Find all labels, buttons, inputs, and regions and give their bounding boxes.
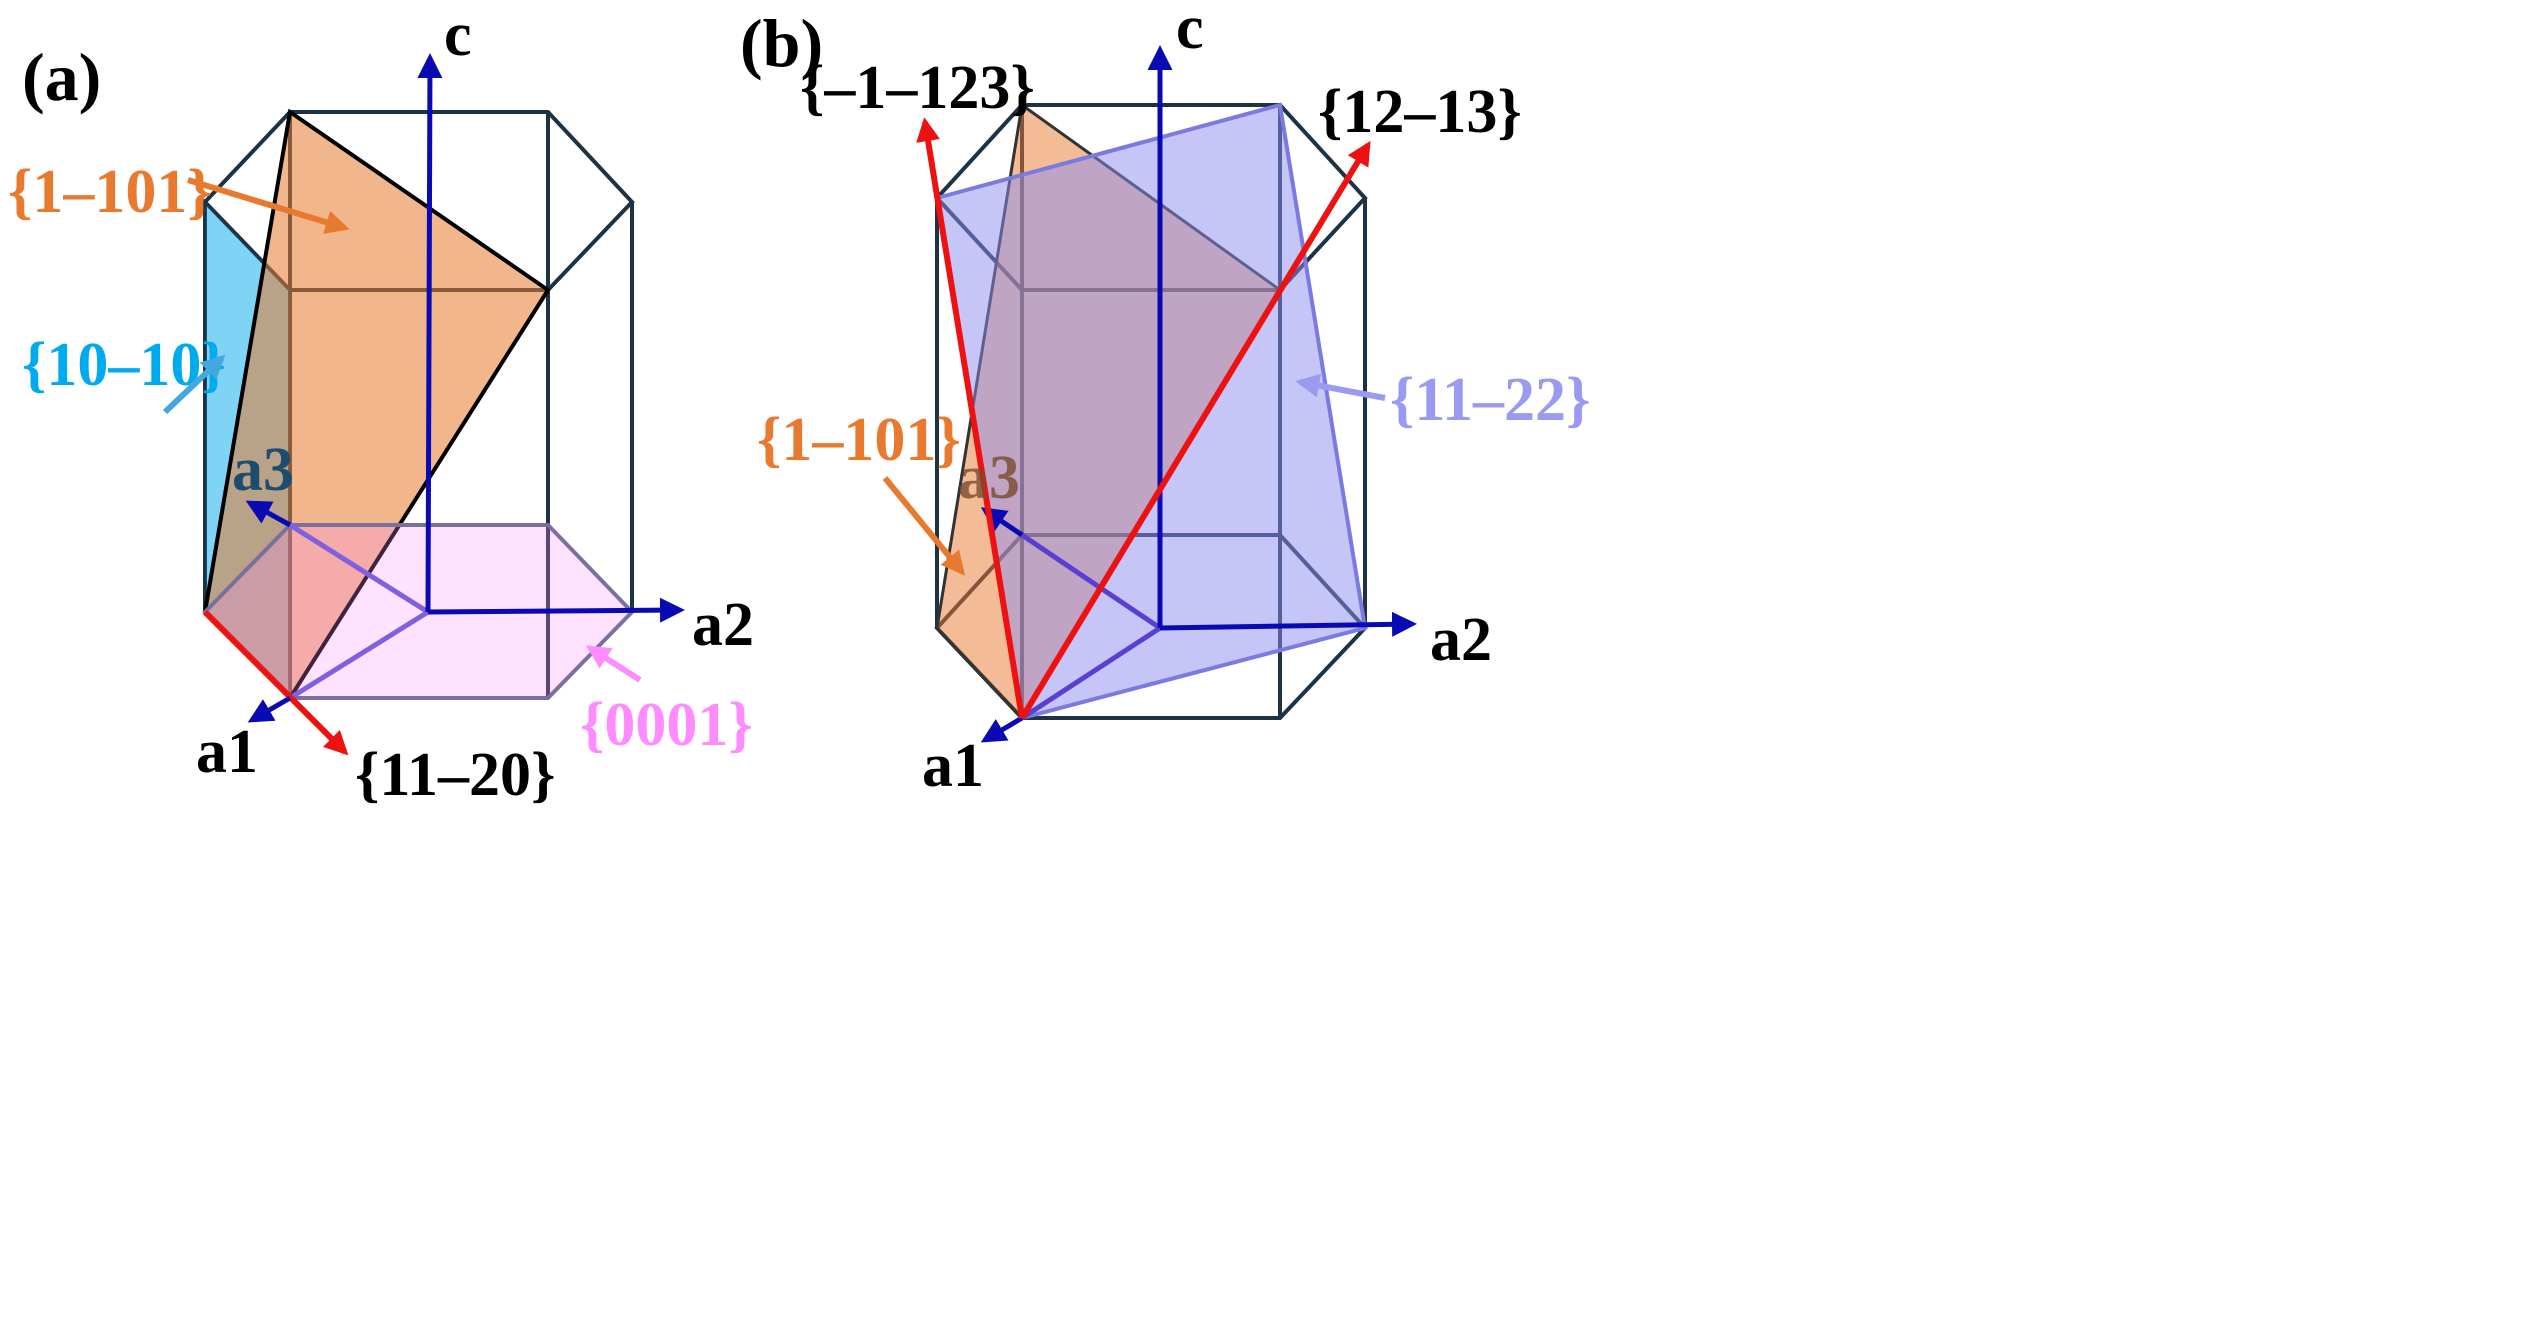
axis-a3-label-b: a3	[958, 444, 1020, 512]
basal-axes-a	[288, 522, 430, 701]
direction-label-a: {11–20}	[355, 741, 555, 809]
axis-a3-label-a: a3	[232, 436, 294, 504]
axes-b	[980, 45, 1417, 743]
axis-a1-label-a: a1	[196, 718, 258, 786]
axis-a2-label-a: a2	[692, 591, 754, 659]
dir2-label-b: {12–13}	[1318, 78, 1522, 146]
direction2-arrow-b	[1019, 140, 1371, 720]
panel-a-tag: (a)	[22, 39, 101, 115]
axis-a1-label-b: a1	[922, 732, 984, 800]
axis-c-label-b: c	[1176, 0, 1204, 62]
dir1-label-b: {–1–123}	[800, 54, 1035, 122]
axes-a	[245, 53, 685, 723]
basal-label-a: {0001}	[580, 691, 753, 759]
direction-11-20-arrow	[202, 609, 349, 756]
axis-a2-label-b: a2	[1430, 606, 1492, 674]
prism-label-a: {10–10}	[22, 331, 226, 399]
pyramidal-label-b: {1–101}	[757, 406, 961, 474]
pyramidal2-label-b: {11–22}	[1390, 366, 1590, 434]
panel-a: (a)	[8, 1, 754, 809]
panel-b: (b) c	[740, 0, 1590, 800]
panel-b-tag: (b)	[740, 5, 823, 81]
basal-axes-b	[1020, 532, 1162, 721]
direction1-arrow-b	[916, 117, 1025, 719]
axis-c-label-a: c	[444, 1, 472, 69]
pyramidal-label-a: {1–101}	[8, 158, 212, 226]
